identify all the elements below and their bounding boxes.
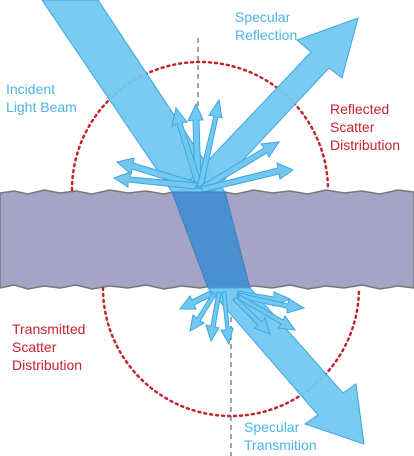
label-transmitted-scatter-line1: Transmitted <box>12 321 86 337</box>
label-transmitted-scatter-line3: Distribution <box>12 357 83 373</box>
reflected-scatter-circle <box>70 60 330 192</box>
label-specular-transmission-line2: Transmition <box>244 437 317 453</box>
transmitted-scatter-circle <box>101 286 361 418</box>
specular-transmission-arrow <box>206 287 365 445</box>
label-reflected-scatter-line1: Reflected <box>330 101 390 117</box>
transmitted-scatter-arrows <box>178 290 306 346</box>
label-specular-reflection-line1: Specular <box>235 9 291 25</box>
label-incident-beam: Incident Light Beam <box>6 80 77 116</box>
label-reflected-scatter-line3: Distribution <box>330 137 401 153</box>
label-specular-reflection: Specular Reflection <box>235 8 297 44</box>
label-incident-beam-line1: Incident <box>6 81 56 97</box>
label-reflected-scatter: Reflected Scatter Distribution <box>330 100 400 154</box>
label-specular-transmission-line1: Specular <box>244 419 300 435</box>
label-reflected-scatter-line2: Scatter <box>330 119 375 135</box>
label-transmitted-scatter: Transmitted Scatter Distribution <box>12 320 85 374</box>
reflected-scatter-arrows <box>112 98 295 193</box>
label-incident-beam-line2: Light Beam <box>6 99 77 115</box>
label-transmitted-scatter-line2: Scatter <box>12 339 57 355</box>
label-specular-transmission: Specular Transmition <box>244 418 317 454</box>
label-specular-reflection-line2: Reflection <box>235 27 298 43</box>
